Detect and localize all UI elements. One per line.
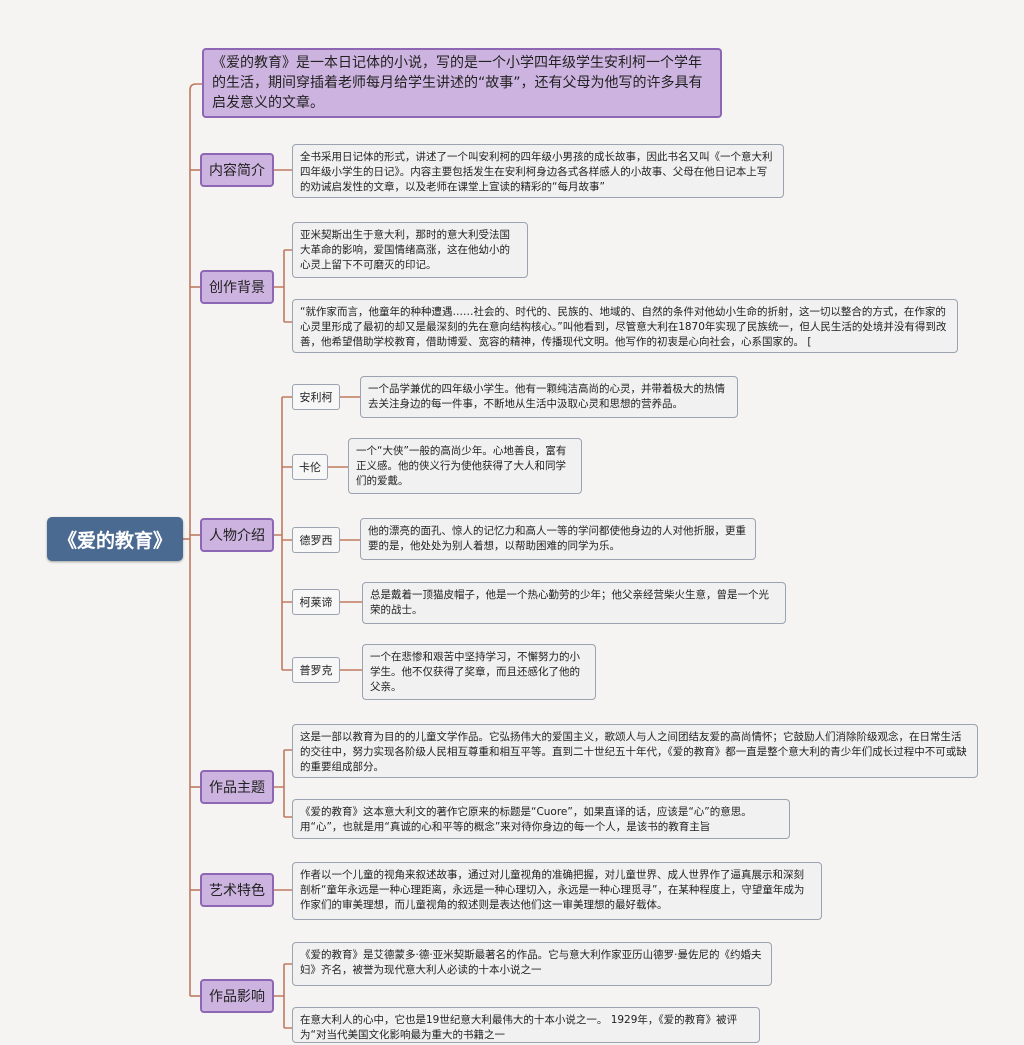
character-name-puluoke[interactable]: 普罗克 [292, 657, 340, 683]
character-name-deluoxi[interactable]: 德罗西 [292, 527, 340, 553]
connector-characters-fork [274, 396, 292, 671]
category-characters[interactable]: 人物介绍 [200, 518, 274, 552]
background-text-2[interactable]: “就作家而言，他童年的种种遭遇……社会的、时代的、民族的、地域的、自然的条件对他… [292, 299, 958, 353]
character-desc-kelaidi[interactable]: 总是戴着一顶猫皮帽子，他是一个热心勤劳的少年；他父亲经营柴火生意，曾是一个光荣的… [362, 582, 786, 624]
connector-theme-fork [274, 749, 292, 818]
character-name-kalun[interactable]: 卡伦 [292, 454, 328, 480]
root-node[interactable]: 《爱的教育》 [47, 517, 183, 561]
character-desc-anliko[interactable]: 一个品学兼优的四年级小学生。他有一颗纯洁高尚的心灵，并带着极大的热情去关注身边的… [360, 376, 738, 418]
connector-intro [189, 83, 202, 91]
background-text-1[interactable]: 亚米契斯出生于意大利，那时的意大利受法国大革命的影响，爱国情绪高涨，这在他幼小的… [292, 222, 528, 278]
category-art[interactable]: 艺术特色 [200, 873, 274, 907]
connector-influence-fork [274, 963, 292, 1029]
character-name-kelaidi[interactable]: 柯莱谛 [292, 589, 340, 615]
category-summary[interactable]: 内容简介 [200, 153, 274, 187]
art-text[interactable]: 作者以一个儿童的视角来叙述故事，通过对儿童视角的准确把握，对儿童世界、成人世界作… [292, 862, 822, 920]
category-background[interactable]: 创作背景 [200, 270, 274, 304]
intro-node[interactable]: 《爱的教育》是一本日记体的小说，写的是一个小学四年级学生安利柯一个学年的生活，期… [202, 48, 722, 118]
category-theme[interactable]: 作品主题 [200, 770, 274, 804]
character-name-anliko[interactable]: 安利柯 [292, 384, 340, 410]
category-influence[interactable]: 作品影响 [200, 979, 274, 1013]
character-desc-deluoxi[interactable]: 他的漂亮的面孔、惊人的记忆力和高人一等的学问都使他身边的人对他折服，更重要的是，… [360, 518, 756, 560]
influence-text-2[interactable]: 在意大利人的心中，它也是19世纪意大利最伟大的十本小说之一。 1929年，《爱的… [292, 1007, 760, 1043]
summary-text[interactable]: 全书采用日记体的形式，讲述了一个叫安利柯的四年级小男孩的成长故事，因此书名又叫《… [292, 144, 784, 198]
connector-background-fork [274, 249, 292, 323]
character-desc-puluoke[interactable]: 一个在悲惨和艰苦中坚持学习，不懈努力的小学生。他不仅获得了奖章，而且还感化了他的… [362, 644, 596, 700]
theme-text-1[interactable]: 这是一部以教育为目的的儿童文学作品。它弘扬伟大的爱国主义，歌颂人与人之间团结友爱… [292, 724, 978, 778]
influence-text-1[interactable]: 《爱的教育》是艾德蒙多·德·亚米契斯最著名的作品。它与意大利作家亚历山德罗·曼佐… [292, 942, 772, 986]
theme-text-2[interactable]: 《爱的教育》这本意大利文的著作它原来的标题是“Cuore”，如果直译的话，应该是… [292, 799, 790, 839]
character-desc-kalun[interactable]: 一个“大侠”一般的高尚少年。心地善良，富有正义感。他的侠义行为使他获得了大人和同… [348, 438, 582, 494]
